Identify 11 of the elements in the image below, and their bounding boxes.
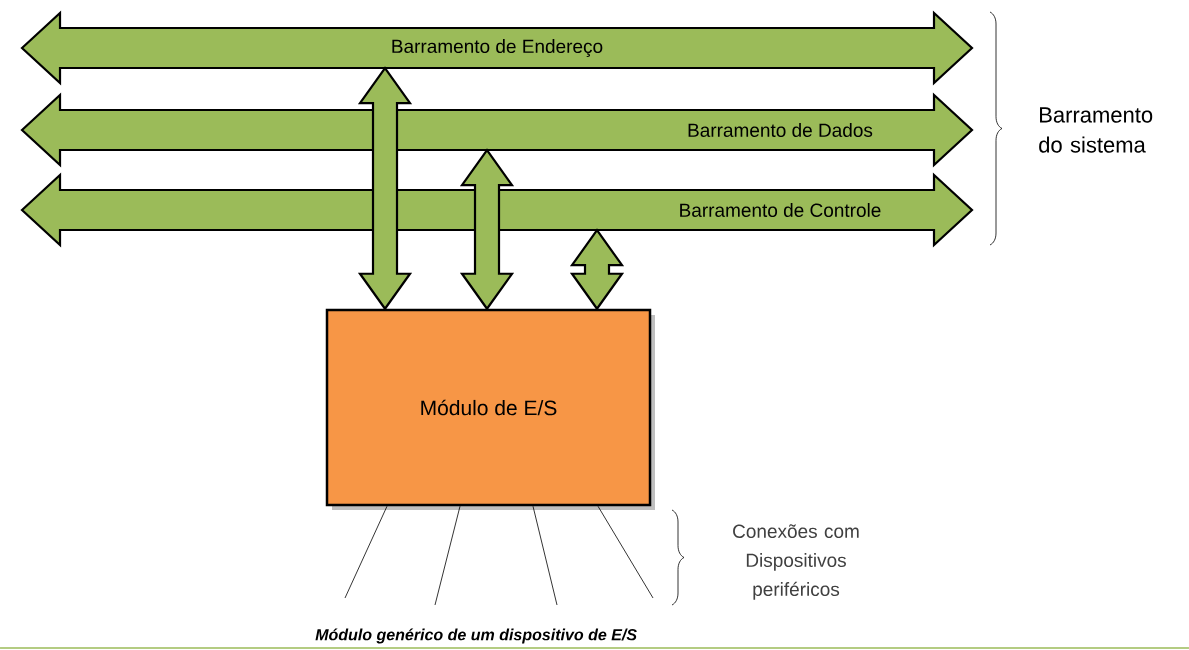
connection-line: [344, 505, 388, 599]
connection-line: [532, 505, 558, 606]
bus-band: Barramento de Dados: [20, 92, 974, 168]
module-box: Módulo de E/S: [325, 308, 655, 510]
connection-line: [597, 505, 654, 599]
bracket-label: Barramento do sistema: [1039, 107, 1153, 153]
bus-band: Barramento de Endereço: [20, 10, 974, 86]
connection-line: [434, 505, 461, 606]
bracket-label: Conexões com Dispositivos periféricos: [733, 524, 859, 600]
caption: Módulo genérico de um dispositivo de E/S: [315, 628, 637, 644]
bus-band: Barramento de Controle: [20, 172, 974, 248]
